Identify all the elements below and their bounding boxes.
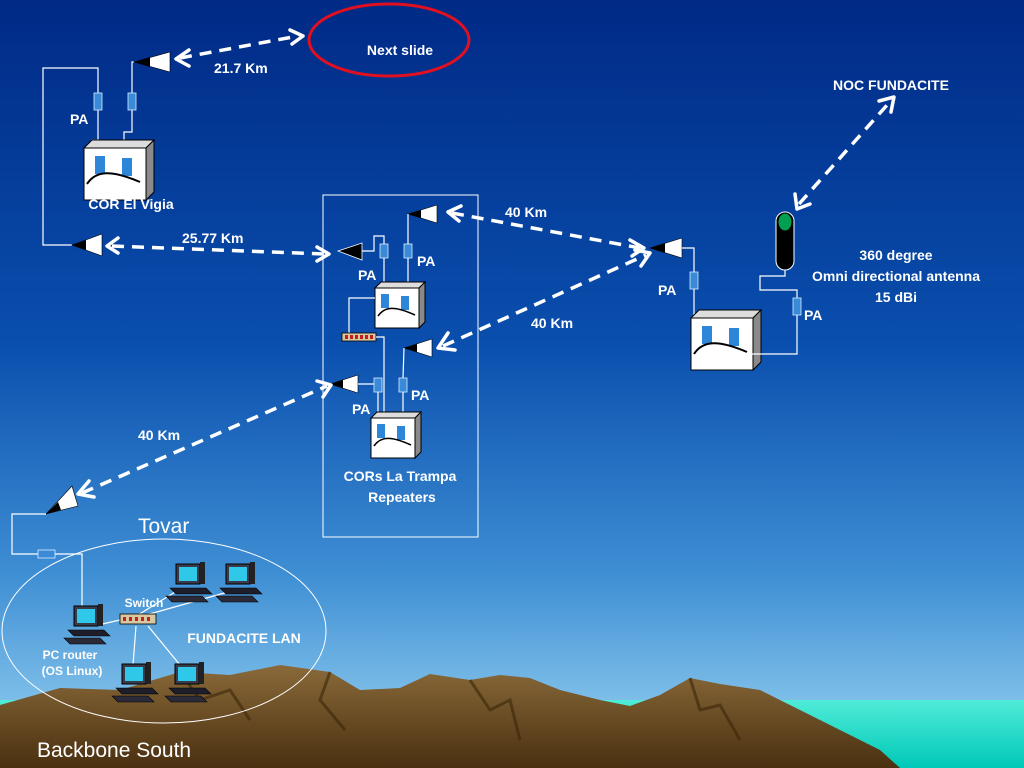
el-vigia-wire-left — [42, 67, 99, 246]
wire — [402, 347, 405, 379]
arrowhead — [633, 248, 652, 268]
power-amplifier-icon — [127, 92, 137, 111]
link-line — [451, 211, 641, 250]
link-line — [797, 102, 890, 206]
link-trampa-noc-upper: 40 Km — [446, 204, 646, 258]
arrowhead — [76, 479, 96, 499]
pa-label: PA — [352, 401, 370, 417]
arrowhead — [877, 95, 896, 114]
pa-label: PA — [658, 282, 676, 298]
power-amplifier-icon — [403, 243, 413, 259]
next-slide-ellipse — [307, 2, 471, 78]
cors-la-trampa-label: CORs La Trampa — [344, 468, 457, 484]
antenna-spec-line1: 360 degree — [859, 247, 932, 263]
arrowhead — [288, 28, 305, 46]
distance-label: 21.7 Km — [214, 60, 268, 76]
radio-router-icon — [370, 411, 422, 459]
arrowhead — [793, 192, 812, 211]
cor-el-vigia-label: COR El Vigia — [88, 196, 174, 212]
link-el-vigia-trampa: 25.77 Km — [105, 230, 331, 263]
noc-relay-site: PA PA 360 degree Omni directional antenn… — [648, 211, 980, 371]
power-amplifier-icon — [93, 92, 103, 111]
power-amplifier-icon — [373, 377, 383, 393]
radio-router-icon — [83, 139, 155, 201]
cor-el-vigia-site: PA COR El Vigia — [42, 51, 174, 257]
horn-antenna-icon — [406, 204, 438, 224]
link-trampa-noc-lower: 40 Km — [436, 248, 652, 352]
power-amplifier-icon — [689, 271, 699, 290]
radio-router-icon — [374, 281, 426, 329]
lan-name-label: FUNDACITE LAN — [187, 630, 301, 646]
link-el-vigia-next: 21.7 Km — [174, 28, 305, 76]
wire — [376, 336, 385, 413]
link-omni-noc: NOC FUNDACITE — [793, 77, 949, 211]
antenna-spec-line3: 15 dBi — [875, 289, 917, 305]
pa-label: PA — [358, 267, 376, 283]
wire — [348, 297, 375, 333]
horn-antenna-icon — [403, 338, 433, 358]
wire — [147, 625, 181, 666]
distance-label: 40 Km — [138, 427, 180, 443]
pa-label: PA — [804, 307, 822, 323]
pc-router-os-label: (OS Linux) — [42, 664, 103, 678]
pa-label: PA — [417, 253, 435, 269]
repeaters-label: Repeaters — [368, 489, 436, 505]
next-slide-label: Next slide — [367, 42, 433, 58]
pa-label: PA — [70, 111, 88, 127]
next-slide-link[interactable]: Next slide — [307, 2, 471, 78]
tovar-label: Tovar — [138, 515, 189, 538]
wire — [55, 553, 83, 606]
wire — [132, 625, 137, 666]
arrowhead — [446, 204, 463, 223]
arrowhead — [174, 48, 191, 68]
horn-antenna-icon — [71, 233, 103, 257]
pa-label: PA — [411, 387, 429, 403]
noc-fundacite-label: NOC FUNDACITE — [833, 77, 949, 93]
wire — [362, 235, 385, 252]
link-line — [81, 384, 328, 495]
link-trampa-tovar: 40 Km — [76, 379, 333, 499]
link-line — [179, 34, 299, 60]
lan-boundary — [1, 538, 327, 724]
switch-label: Switch — [125, 596, 164, 610]
distance-label: 40 Km — [505, 204, 547, 220]
distance-label: 25.77 Km — [182, 230, 243, 246]
switch-icon — [119, 613, 157, 625]
link-line — [111, 244, 325, 256]
antenna-spec-line2: Omni directional antenna — [812, 268, 980, 284]
power-amplifier-icon — [792, 297, 802, 316]
horn-antenna-icon — [132, 51, 171, 73]
arrowhead — [436, 331, 457, 352]
switch-icon — [341, 332, 377, 342]
mountain-ridges — [178, 671, 742, 741]
wire — [11, 513, 46, 555]
power-amplifier-icon — [37, 549, 56, 559]
wire — [145, 591, 229, 616]
arrowhead — [628, 238, 646, 258]
fundacite-lan: Switch FUNDACITE LAN PC router (OS Linux… — [1, 538, 327, 724]
link-line — [442, 253, 647, 348]
radio-router-icon — [690, 309, 762, 371]
arrowhead — [315, 379, 333, 399]
power-amplifier-icon — [379, 243, 389, 259]
arrowhead — [105, 236, 120, 255]
cors-la-trampa-site: PA PA PA PA CORs La Trampa Repeaters — [329, 204, 457, 505]
distance-label: 40 Km — [531, 315, 573, 331]
wire — [759, 270, 798, 298]
slide-title: Backbone South — [37, 739, 191, 762]
arrowhead — [315, 245, 331, 263]
wire — [752, 315, 798, 355]
omni-antenna-icon — [775, 211, 795, 271]
wire — [682, 247, 695, 272]
tovar-site: Tovar — [11, 485, 189, 606]
power-amplifier-icon — [398, 377, 408, 393]
pc-router-label: PC router — [43, 648, 98, 662]
la-trampa-site-box — [322, 194, 479, 538]
